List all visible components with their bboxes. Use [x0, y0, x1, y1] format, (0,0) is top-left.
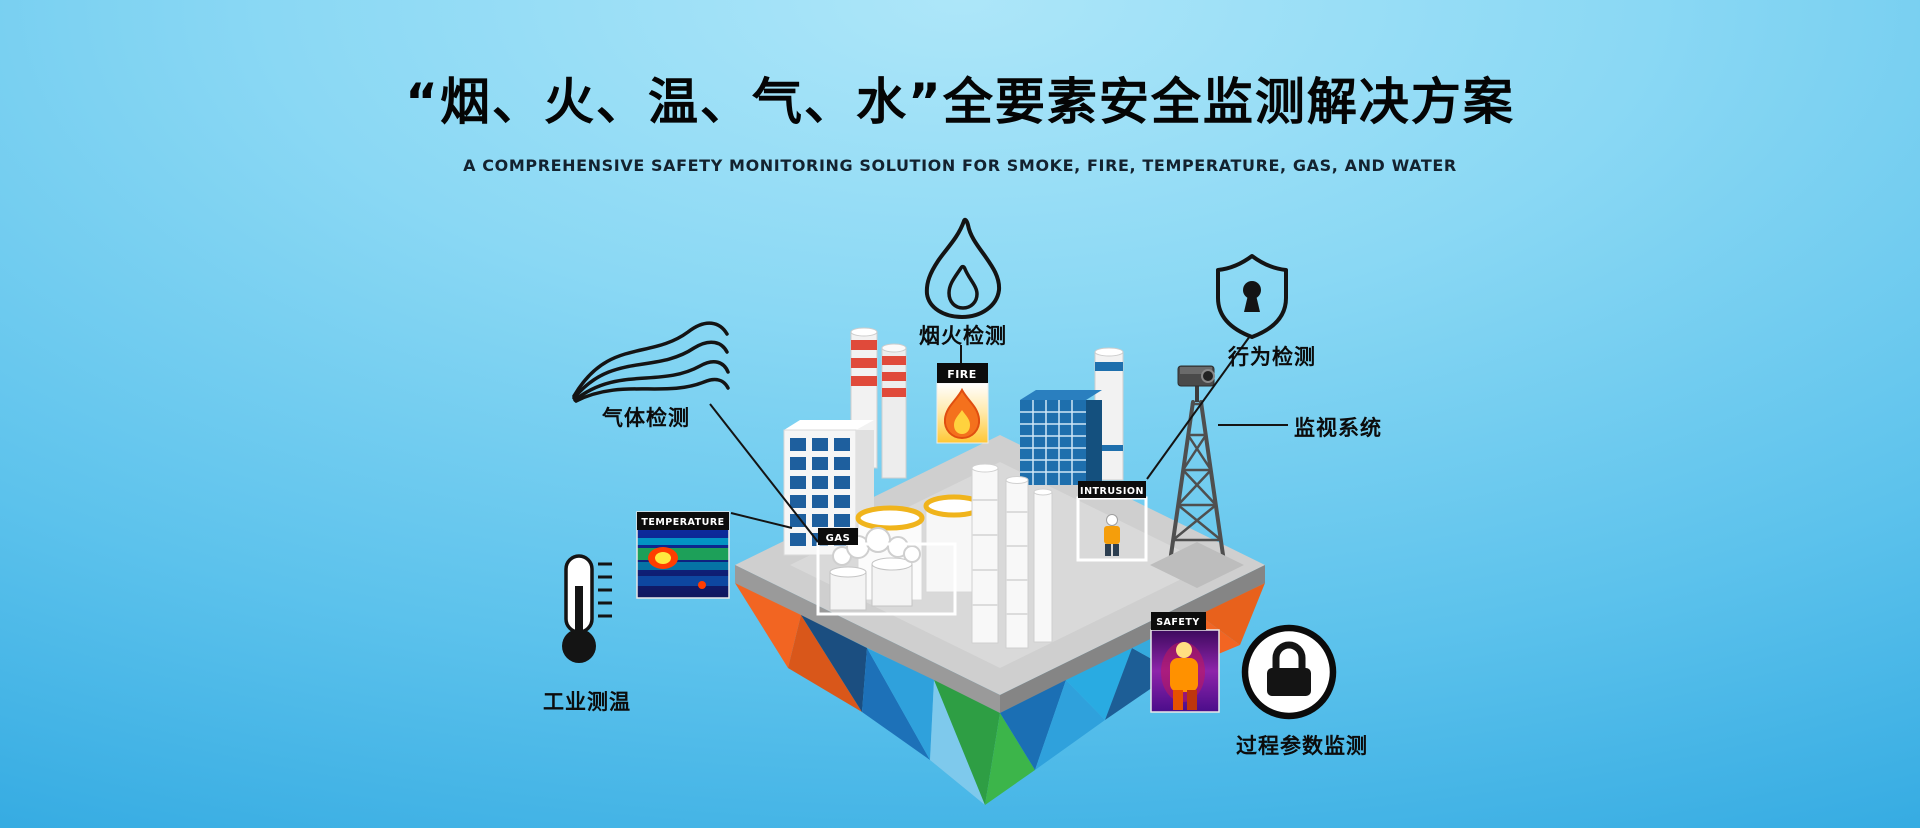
worker-figure — [1104, 514, 1120, 556]
intrusion-tag-label: INTRUSION — [1080, 486, 1144, 497]
gas-waves-icon — [572, 321, 730, 403]
safety-tag-label: SAFETY — [1156, 617, 1200, 628]
flame-icon — [924, 217, 1002, 319]
callout-label-smoke-fire-detection: 烟火检测 — [919, 324, 1007, 348]
page-title: “烟、火、温、气、水”全要素安全监测解决方案 — [405, 73, 1515, 131]
leader-lines — [709, 335, 1288, 543]
callout-label-industrial-temperature: 工业测温 — [543, 690, 631, 714]
blue-office-building — [1020, 390, 1102, 485]
fire-tag: FIRE — [936, 363, 989, 444]
intrusion-tag: INTRUSION — [1076, 481, 1148, 562]
callout-label-process-parameters: 过程参数监测 — [1236, 734, 1368, 758]
lattice-tower — [1150, 400, 1244, 588]
callout-label-behavior-detection: 行为检测 — [1228, 345, 1316, 369]
callout-label-gas-detection: 气体检测 — [602, 406, 690, 430]
distillation-columns — [971, 463, 1053, 649]
fire-tag-label: FIRE — [947, 368, 977, 381]
gas-tag: GAS — [816, 527, 957, 616]
thermometer-icon — [562, 554, 612, 663]
shield-keyhole-icon — [1216, 254, 1288, 339]
callout-label-surveillance-system: 监视系统 — [1294, 416, 1382, 440]
safety-thumbnail: SAFETY — [1150, 612, 1220, 713]
gas-tag-label: GAS — [826, 533, 851, 544]
temperature-tag-label: TEMPERATURE — [641, 517, 724, 528]
surveillance-camera — [1177, 365, 1215, 402]
lock-circle-icon — [1241, 624, 1337, 720]
temperature-thumbnail: TEMPERATURE — [636, 511, 730, 599]
page-subtitle: A COMPREHENSIVE SAFETY MONITORING SOLUTI… — [463, 156, 1457, 175]
